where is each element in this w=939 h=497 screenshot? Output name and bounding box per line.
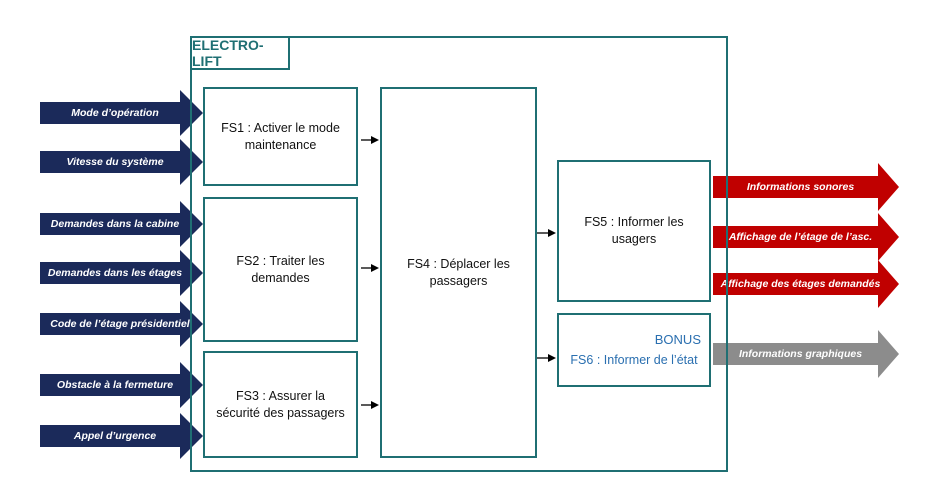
connector-arrows <box>361 136 556 409</box>
output-arrow-affichage-etage <box>713 213 899 261</box>
bonus-label: BONUS <box>654 331 701 347</box>
system-title: ELECTRO-LIFT <box>190 36 290 70</box>
output-arrow-sonores <box>713 163 899 211</box>
fs4-box: FS4 : Déplacer les passagers <box>380 87 537 458</box>
fs2-label: FS2 : Traiter les demandes <box>236 253 325 285</box>
input-label-mode: Mode d’opération <box>71 107 159 119</box>
output-arrow-affichage-demandes <box>713 260 899 308</box>
output-arrows <box>713 163 899 378</box>
fs1-label: FS1 : Activer le mode maintenance <box>221 120 340 152</box>
input-label-urgence: Appel d’urgence <box>73 430 157 442</box>
output-label-affichage-demandes: Affichage des étages demandés <box>720 278 881 290</box>
input-label-vitesse: Vitesse du système <box>66 156 164 168</box>
input-arrow-urgence <box>40 413 203 459</box>
input-label-cabine: Demandes dans la cabine <box>50 218 180 230</box>
input-arrow-cabine <box>40 201 203 247</box>
fs4-label: FS4 : Déplacer les passagers <box>407 256 510 288</box>
input-arrow-code <box>40 301 203 347</box>
fs3-label: FS3 : Assurer la sécurité des passagers <box>216 388 345 420</box>
output-label-sonores: Informations sonores <box>746 181 855 193</box>
input-label-code: Code de l’étage présidentiel <box>50 318 190 330</box>
fs3-box: FS3 : Assurer la sécurité des passagers <box>203 351 358 458</box>
fs6-box: BONUS FS6 : Informer de l’état <box>557 313 711 387</box>
output-label-graphiques: Informations graphiques <box>738 348 863 360</box>
output-arrow-graphiques <box>713 330 899 378</box>
fs5-box: FS5 : Informer les usagers <box>557 160 711 302</box>
input-arrow-obstacle <box>40 362 203 408</box>
fs1-box: FS1 : Activer le mode maintenance <box>203 87 358 186</box>
fs6-label: FS6 : Informer de l’état <box>570 353 698 368</box>
input-arrows <box>40 90 203 459</box>
input-arrow-vitesse <box>40 139 203 185</box>
input-arrow-etages <box>40 250 203 296</box>
input-arrow-mode <box>40 90 203 136</box>
fs5-label: FS5 : Informer les usagers <box>584 215 684 246</box>
input-label-obstacle: Obstacle à la fermeture <box>56 379 174 391</box>
system-frame <box>190 36 728 472</box>
fs2-box: FS2 : Traiter les demandes <box>203 197 358 342</box>
output-label-affichage-etage: Affichage de l’étage de l’asc. <box>728 231 873 243</box>
input-label-etages: Demandes dans les étages <box>47 267 183 279</box>
